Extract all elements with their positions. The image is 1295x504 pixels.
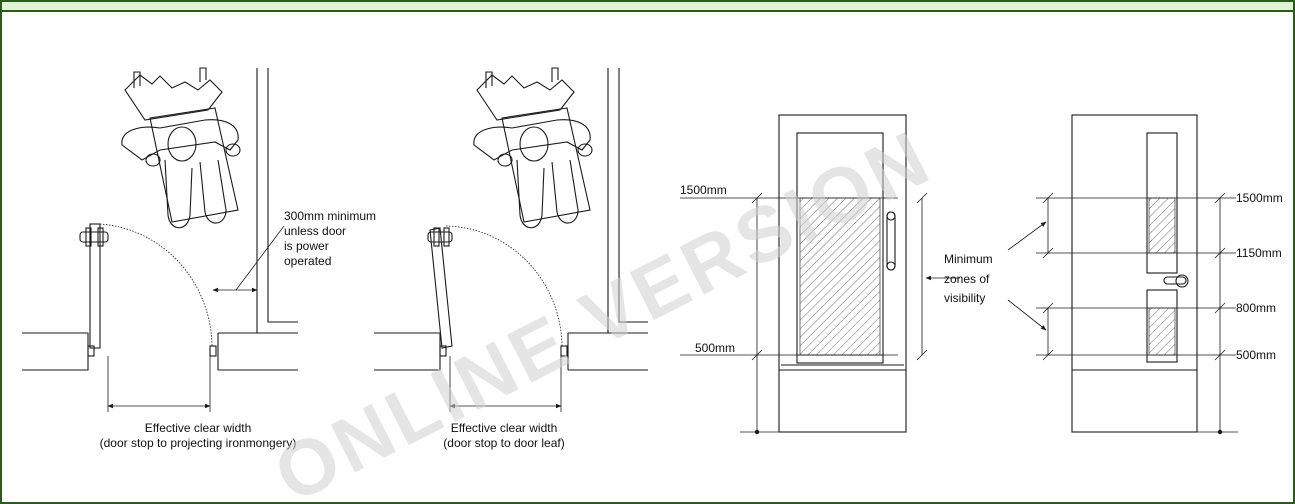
wall-right (217, 332, 298, 371)
door-frame (778, 114, 907, 433)
label-300mm-3: is power (284, 239, 329, 253)
door-handle-icon (79, 227, 109, 247)
label-clear-width-2a: Effective clear width (451, 421, 558, 435)
dim-1500-left: 1500mm (680, 183, 727, 197)
lower-zone-of-visibility (1148, 307, 1176, 356)
wheelchair-user-icon (121, 67, 241, 229)
upper-vision-panel (1146, 132, 1178, 274)
label-300mm-1: 300mm minimum (284, 209, 376, 223)
label-clear-width-1b: (door stop to projecting ironmongery) (100, 436, 297, 450)
door-leaf (89, 223, 101, 349)
door-frame (1071, 114, 1198, 433)
dim-1150-right: 1150mm (1236, 246, 1282, 260)
label-zones-2: zones of (944, 272, 990, 286)
label-zones-3: visibility (944, 291, 985, 305)
wall-left (22, 332, 89, 371)
wheelchair-user-icon (473, 67, 593, 229)
vision-panel-frame (796, 132, 884, 364)
dim-500-right: 500mm (1236, 348, 1276, 362)
label-clear-width-2b: (door stop to door leaf) (443, 436, 564, 450)
zone-of-visibility (799, 197, 881, 356)
pull-handle-icon (886, 211, 896, 271)
header-band (0, 0, 1295, 12)
elevation-large-vision-panel: 1500mm 500mm Minimum zones of visibility (680, 114, 993, 435)
lever-handle-icon (1163, 274, 1189, 288)
plan-view-ironmongery: 300mm minimum unless door is power opera… (22, 67, 376, 450)
corridor-wall (256, 68, 298, 334)
label-300mm-4: operated (284, 254, 331, 268)
label-clear-width-1a: Effective clear width (145, 421, 252, 435)
label-300mm-2: unless door (284, 224, 346, 238)
dim-800-right: 800mm (1236, 301, 1276, 315)
plan-view-door-leaf: Effective clear width (door stop to door… (374, 67, 648, 450)
dim-500-left: 500mm (695, 341, 735, 355)
door-handle-icon (427, 227, 453, 247)
dim-1500-right: 1500mm (1236, 191, 1283, 205)
elevation-narrow-vision-panels: 1500mm 1150mm 800mm 500mm (1007, 114, 1283, 435)
upper-zone-of-visibility (1148, 197, 1176, 254)
label-zones-1: Minimum (944, 252, 993, 266)
door-leaf-open (429, 227, 453, 349)
lower-vision-panel (1146, 289, 1178, 363)
